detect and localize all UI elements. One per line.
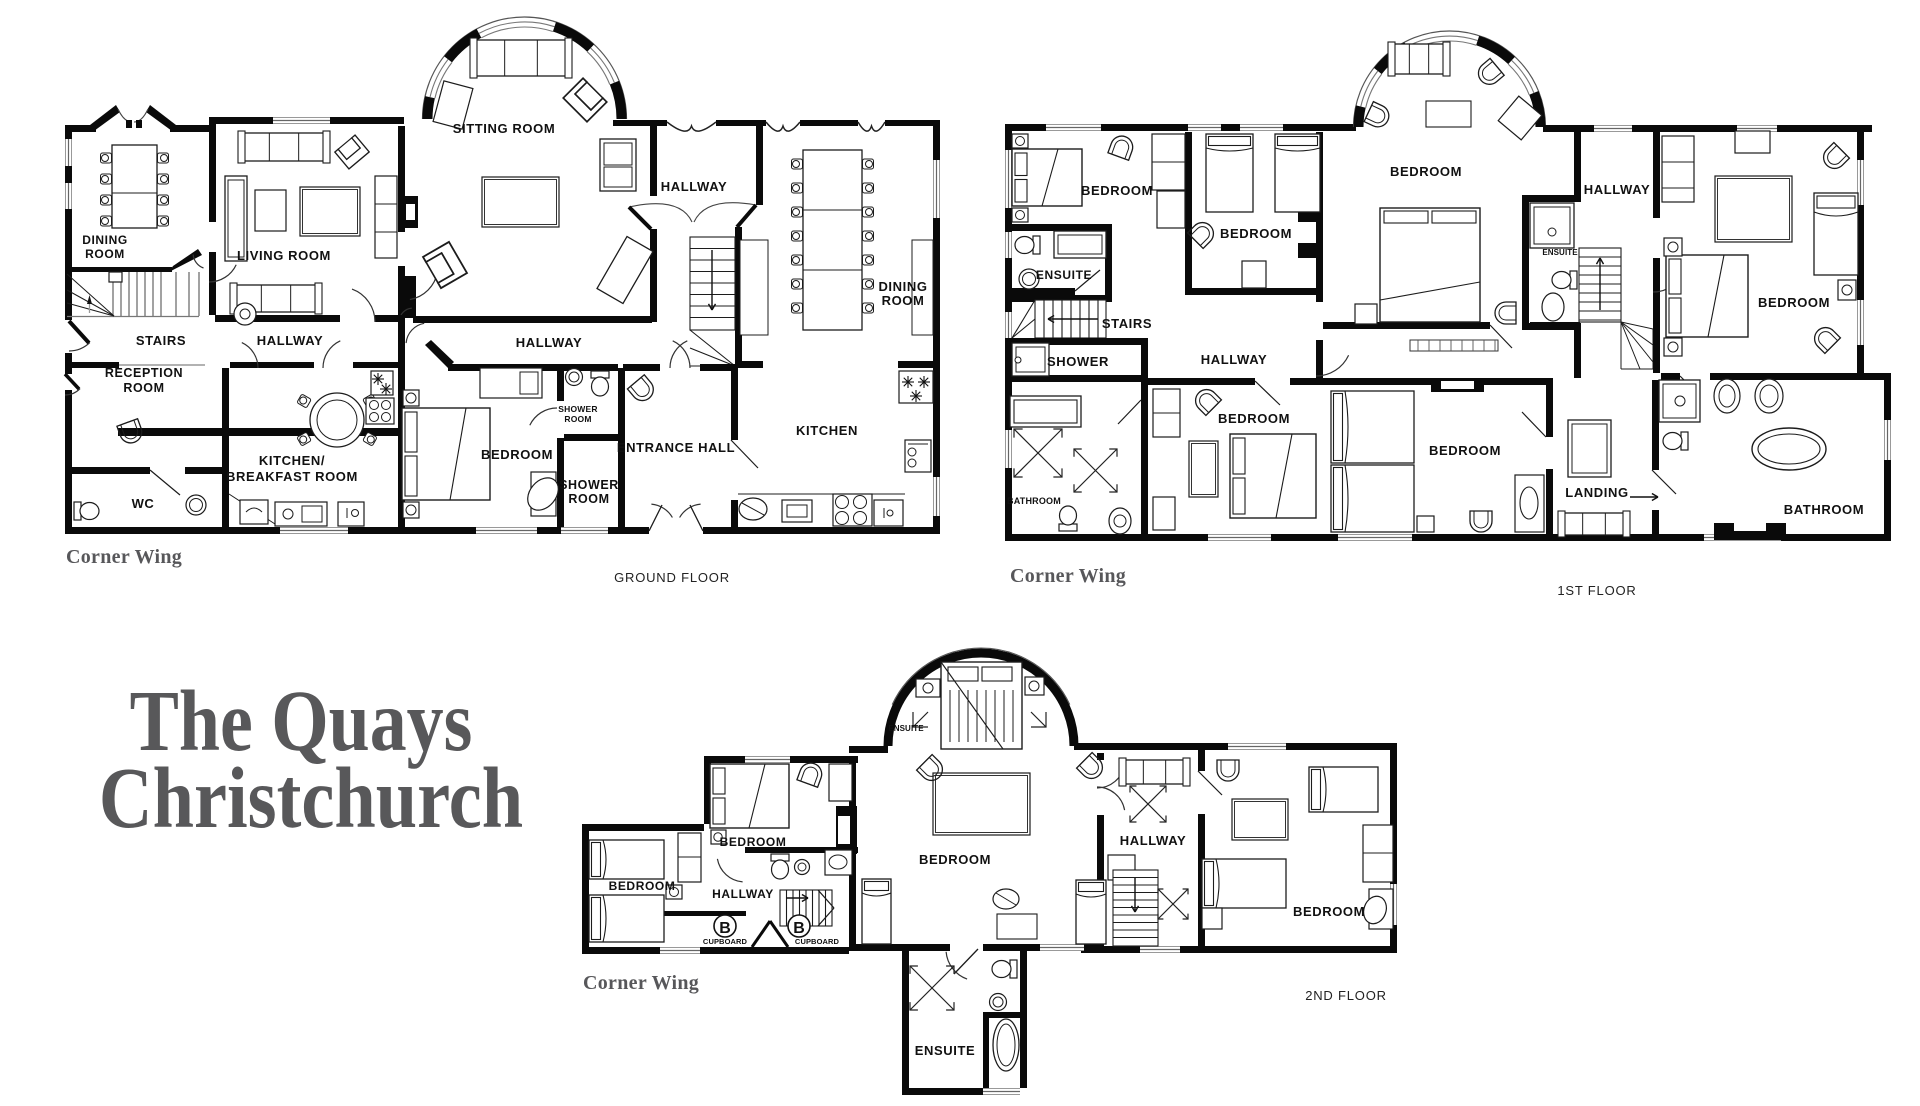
svg-text:BREAKFAST ROOM: BREAKFAST ROOM (226, 469, 358, 484)
svg-text:2ND FLOOR: 2ND FLOOR (1305, 988, 1387, 1003)
svg-text:DINING: DINING (82, 233, 128, 247)
svg-text:Christchurch: Christchurch (99, 750, 523, 847)
svg-text:BEDROOM: BEDROOM (609, 879, 676, 893)
svg-text:BEDROOM: BEDROOM (481, 447, 553, 462)
svg-text:SITTING ROOM: SITTING ROOM (453, 121, 556, 136)
svg-text:GROUND FLOOR: GROUND FLOOR (614, 570, 730, 585)
svg-text:ROOM: ROOM (123, 381, 164, 395)
svg-text:ENSUITE: ENSUITE (888, 724, 924, 733)
svg-text:SHOWER: SHOWER (559, 478, 619, 492)
svg-text:ROOM: ROOM (564, 414, 591, 424)
svg-text:ENTRANCE HALL: ENTRANCE HALL (617, 440, 735, 455)
svg-text:ENSUITE: ENSUITE (1036, 268, 1092, 282)
svg-text:RECEPTION: RECEPTION (105, 366, 183, 380)
svg-text:Corner Wing: Corner Wing (66, 546, 182, 568)
svg-text:KITCHEN: KITCHEN (796, 423, 858, 438)
svg-text:BEDROOM: BEDROOM (1081, 183, 1153, 198)
svg-text:BEDROOM: BEDROOM (720, 835, 787, 849)
svg-text:KITCHEN/: KITCHEN/ (259, 453, 325, 468)
svg-text:BEDROOM: BEDROOM (1220, 226, 1292, 241)
svg-text:The Quays: The Quays (130, 673, 473, 769)
svg-text:BATHROOM: BATHROOM (1007, 496, 1061, 506)
svg-text:DINING: DINING (878, 279, 927, 294)
svg-text:ROOM: ROOM (568, 492, 609, 506)
svg-text:SHOWER: SHOWER (1047, 354, 1109, 369)
svg-text:HALLWAY: HALLWAY (661, 179, 728, 194)
svg-text:CUPBOARD: CUPBOARD (703, 937, 748, 946)
svg-text:B: B (793, 920, 805, 937)
svg-text:BEDROOM: BEDROOM (919, 852, 991, 867)
svg-text:SHOWER: SHOWER (558, 404, 597, 414)
svg-text:CUPBOARD: CUPBOARD (795, 937, 840, 946)
svg-text:HALLWAY: HALLWAY (1120, 833, 1187, 848)
svg-text:HALLWAY: HALLWAY (712, 887, 774, 901)
svg-text:HALLWAY: HALLWAY (1201, 352, 1268, 367)
svg-text:ENSUITE: ENSUITE (915, 1043, 976, 1058)
svg-text:HALLWAY: HALLWAY (1584, 182, 1651, 197)
svg-text:ENSUITE: ENSUITE (1542, 248, 1578, 257)
svg-text:BEDROOM: BEDROOM (1390, 164, 1462, 179)
svg-text:WC: WC (132, 496, 155, 511)
svg-text:HALLWAY: HALLWAY (516, 335, 583, 350)
svg-text:LANDING: LANDING (1565, 485, 1628, 500)
svg-text:BATHROOM: BATHROOM (1784, 502, 1864, 517)
svg-text:Corner Wing: Corner Wing (583, 972, 699, 994)
svg-text:STAIRS: STAIRS (1102, 316, 1152, 331)
svg-text:STAIRS: STAIRS (136, 333, 186, 348)
svg-text:ROOM: ROOM (882, 293, 925, 308)
svg-text:1ST FLOOR: 1ST FLOOR (1557, 583, 1636, 598)
svg-text:Corner Wing: Corner Wing (1010, 565, 1126, 587)
svg-text:BEDROOM: BEDROOM (1218, 411, 1290, 426)
svg-text:HALLWAY: HALLWAY (257, 333, 324, 348)
svg-text:BEDROOM: BEDROOM (1758, 295, 1830, 310)
svg-text:BEDROOM: BEDROOM (1429, 443, 1501, 458)
svg-text:BEDROOM: BEDROOM (1293, 904, 1365, 919)
svg-text:ROOM: ROOM (85, 247, 125, 261)
svg-text:B: B (719, 920, 731, 937)
svg-text:LIVING ROOM: LIVING ROOM (237, 248, 331, 263)
